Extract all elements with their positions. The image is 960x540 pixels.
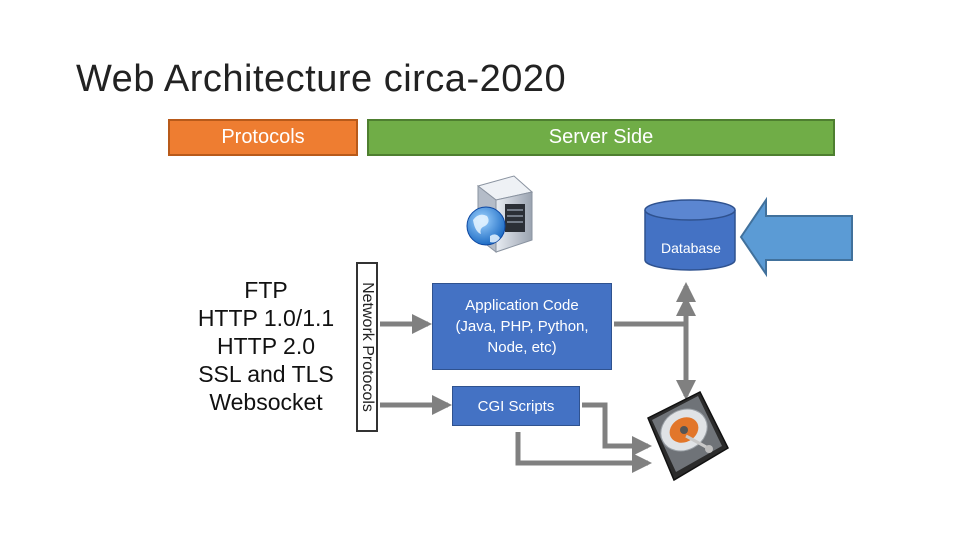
protocol-item: Websocket	[209, 389, 323, 415]
application-code-box: Application Code (Java, PHP, Python, Nod…	[432, 283, 612, 370]
app-code-line: (Java, PHP, Python,	[455, 318, 589, 335]
app-code-line: Node, etc)	[487, 339, 557, 356]
protocols-header: Protocols	[168, 119, 358, 156]
arrow-net-to-disk	[515, 432, 652, 473]
protocol-item: SSL and TLS	[198, 361, 334, 387]
network-protocols-label: Network Protocols	[359, 282, 377, 412]
protocol-item: FTP	[244, 277, 288, 303]
protocol-list: FTP HTTP 1.0/1.1 HTTP 2.0 SSL and TLS We…	[178, 276, 354, 416]
callout-arrow-icon	[739, 196, 853, 278]
protocol-item: HTTP 1.0/1.1	[197, 305, 335, 331]
database-icon	[644, 199, 736, 271]
app-code-line: Application Code	[465, 297, 579, 314]
server-side-header: Server Side	[367, 119, 835, 156]
protocol-item: HTTP 2.0	[217, 333, 315, 359]
hard-drive-icon	[647, 390, 729, 482]
network-protocols-bar	[356, 262, 378, 432]
arrow-cgi-to-disk	[582, 402, 652, 456]
database-label: Database	[661, 240, 721, 256]
cgi-scripts-box: CGI Scripts	[452, 386, 580, 426]
slide-title: Web Architecture circa-2020	[76, 58, 567, 100]
web-server-icon	[466, 175, 534, 254]
network-protocols-label-wrap: Network Protocols	[356, 262, 378, 432]
arrow-app-to-db	[614, 282, 696, 327]
